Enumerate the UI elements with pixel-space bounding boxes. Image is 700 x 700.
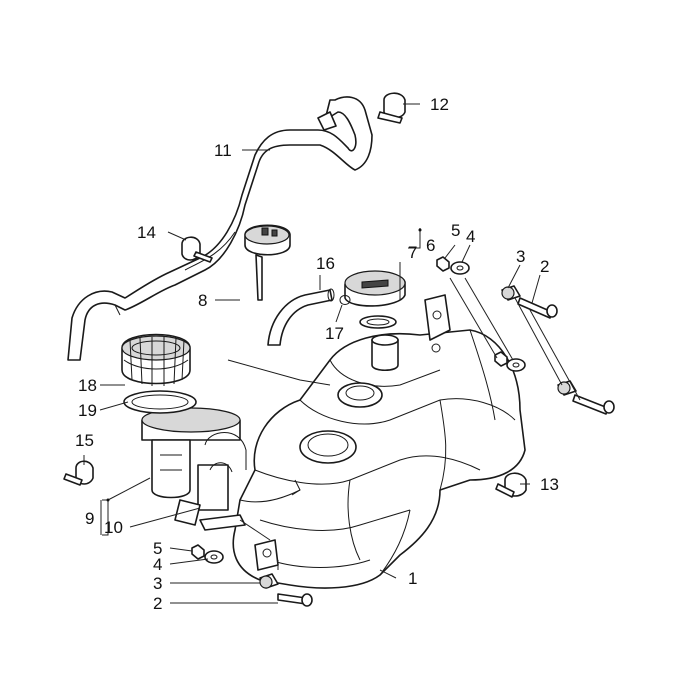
bracket-marks (100, 228, 422, 535)
cap-seal (359, 315, 397, 329)
seal-ring-19 (123, 390, 197, 414)
hose-clamp-13 (495, 472, 527, 498)
label-4-top: 4 (466, 227, 475, 246)
washers-top (436, 256, 526, 372)
label-15: 15 (75, 431, 94, 450)
label-19: 19 (78, 401, 97, 420)
label-1: 1 (408, 569, 417, 588)
label-10: 10 (104, 518, 123, 537)
lock-ring-18 (121, 333, 191, 386)
vent-hose (67, 96, 373, 361)
label-2-bottom: 2 (153, 594, 162, 613)
label-2-top: 2 (540, 257, 549, 276)
label-7: 7 (408, 243, 417, 262)
label-4-bottom: 4 (153, 555, 162, 574)
label-12: 12 (430, 95, 449, 114)
hose-clamp-12 (377, 92, 406, 124)
fasteners-bottom-left (191, 544, 313, 607)
label-9: 9 (85, 509, 94, 528)
label-14: 14 (137, 223, 156, 242)
fuel-pump (141, 407, 247, 526)
fuel-level-sender (227, 224, 331, 386)
fuel-cap (344, 270, 406, 307)
hose-clamp-15 (63, 460, 94, 486)
label-5-bottom: 5 (153, 539, 162, 558)
label-6: 6 (426, 236, 435, 255)
drain-hose-16 (267, 288, 335, 346)
fuel-tank (199, 294, 526, 589)
hose-clamp-14 (181, 236, 213, 263)
label-16: 16 (316, 254, 335, 273)
spacers-bolts-right (501, 285, 615, 415)
label-3-bottom: 3 (153, 574, 162, 593)
label-5-top: 5 (451, 221, 460, 240)
label-11: 11 (214, 141, 232, 160)
label-18: 18 (78, 376, 97, 395)
label-17: 17 (325, 324, 344, 343)
hose-clip-17 (339, 295, 351, 305)
label-3-top: 3 (516, 247, 525, 266)
leader-lines (83, 103, 581, 604)
label-13: 13 (540, 475, 559, 494)
part-labels: 12 11 14 8 16 17 7 6 5 4 3 2 13 18 19 15… (75, 95, 559, 613)
label-8: 8 (198, 291, 207, 310)
